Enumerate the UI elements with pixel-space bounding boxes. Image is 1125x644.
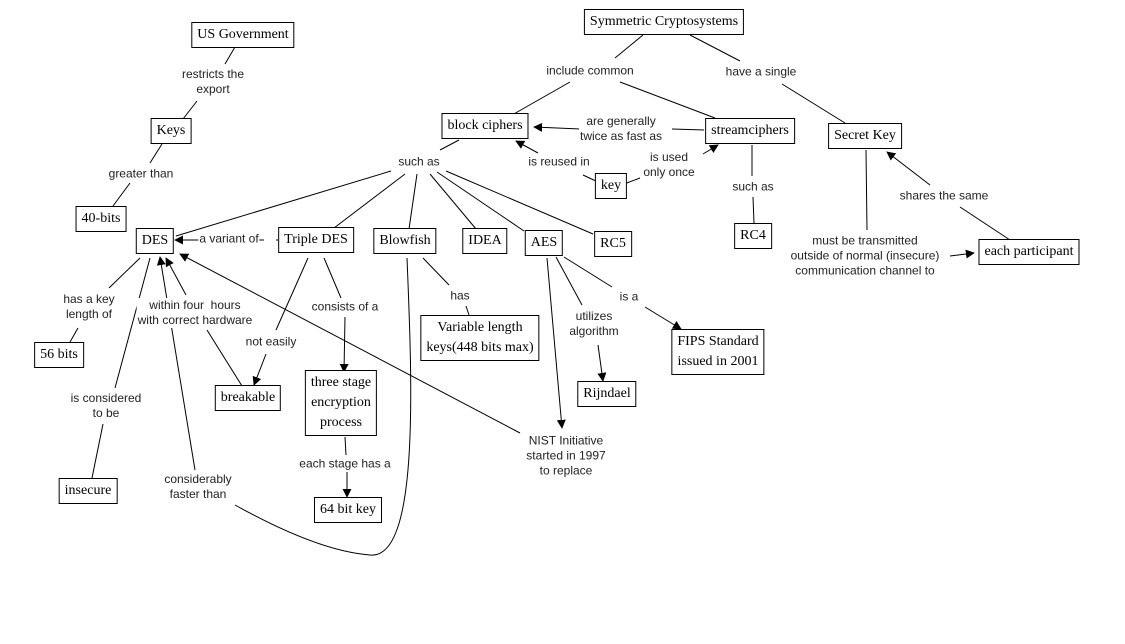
link-is-a: is a bbox=[618, 289, 640, 305]
edge-single-secret bbox=[781, 83, 846, 124]
edge-aes-nist bbox=[546, 257, 566, 429]
edge-blowfish-has bbox=[422, 257, 450, 286]
concept-aes[interactable]: AES bbox=[524, 230, 564, 256]
link-utilizes-algorithm: utilizes algorithm bbox=[568, 309, 620, 339]
link-greater-than: greater than bbox=[107, 166, 175, 182]
concept-64-bit-key[interactable]: 64 bit key bbox=[314, 497, 382, 523]
edge-suchas-blowfish bbox=[408, 173, 418, 230]
edge-aes-isa bbox=[563, 256, 613, 288]
link-have-a-single: have a single bbox=[724, 64, 798, 80]
link-shares-the-same: shares the same bbox=[898, 188, 990, 204]
concept-blowfish[interactable]: Blowfish bbox=[373, 228, 437, 254]
edge-shares-secret bbox=[886, 151, 931, 186]
edge-consists-three bbox=[339, 316, 349, 373]
concept-streamciphers[interactable]: streamciphers bbox=[705, 118, 795, 144]
edge-stream-twice bbox=[671, 128, 705, 131]
link-each-stage-has: each stage has a bbox=[298, 456, 392, 472]
concept-three-stage-process[interactable]: three stage encryption process bbox=[304, 370, 378, 436]
link-twice-as-fast: are generally twice as fast as bbox=[578, 114, 664, 144]
concept-breakable[interactable]: breakable bbox=[214, 385, 282, 411]
edge-des-considered bbox=[114, 257, 151, 389]
edge-tdes-consists bbox=[323, 257, 342, 299]
link-used-only-once: is used only once bbox=[642, 150, 696, 180]
edge-symmetric-include bbox=[614, 34, 644, 59]
concept-des[interactable]: DES bbox=[135, 228, 175, 254]
concept-secret-key[interactable]: Secret Key bbox=[828, 123, 902, 149]
edge-include-stream bbox=[619, 81, 716, 119]
edge-suchas-rc4 bbox=[752, 196, 755, 224]
concept-keys[interactable]: Keys bbox=[150, 118, 192, 144]
edge-transmitted-participant bbox=[949, 249, 975, 259]
edge-block-suchas bbox=[439, 139, 460, 151]
edge-considered-insecure bbox=[91, 423, 104, 479]
edge-isa-fips bbox=[644, 306, 682, 330]
link-considerably-faster: considerably faster than bbox=[163, 472, 233, 502]
concept-us-government[interactable]: US Government bbox=[191, 22, 295, 48]
edge-secret-transmitted bbox=[865, 149, 868, 231]
link-nist-initiative: NIST Initiative started in 1997 to repla… bbox=[525, 433, 607, 479]
concept-rc5[interactable]: RC5 bbox=[594, 231, 632, 257]
edge-blowfish-faster bbox=[234, 257, 412, 556]
link-key-length-of: has a key length of bbox=[62, 292, 116, 322]
edge-restricts-keys bbox=[182, 100, 198, 120]
concept-variable-length-keys[interactable]: Variable length keys(448 bits max) bbox=[420, 315, 540, 361]
link-is-considered: is considered to be bbox=[69, 391, 143, 421]
link-restricts-export: restricts the export bbox=[180, 67, 246, 97]
edge-keylen-56 bbox=[69, 327, 79, 343]
link-must-be-transmitted: must be transmitted outside of normal (i… bbox=[789, 233, 941, 279]
edge-aes-utilizes bbox=[555, 256, 583, 306]
edge-suchas-rc5 bbox=[445, 170, 594, 235]
edge-faster-des bbox=[156, 256, 196, 471]
edge-suchas-idea bbox=[429, 173, 477, 230]
edge-usgov-restricts bbox=[224, 46, 236, 65]
edge-twice-block bbox=[533, 122, 581, 132]
concept-block-ciphers[interactable]: block ciphers bbox=[441, 113, 529, 139]
concept-40-bits[interactable]: 40-bits bbox=[75, 206, 127, 232]
link-such-as-block: such as bbox=[397, 154, 441, 170]
edge-tdes-noteasily bbox=[275, 257, 309, 331]
edge-noteasily-breakable bbox=[252, 353, 267, 386]
edge-utilizes-rijndael bbox=[597, 344, 607, 382]
edge-suchas-aes bbox=[436, 171, 525, 232]
edge-participant-shares bbox=[959, 206, 1011, 241]
edge-three-stagehas bbox=[344, 436, 347, 456]
concept-key[interactable]: key bbox=[594, 173, 628, 199]
concept-insecure[interactable]: insecure bbox=[58, 478, 118, 504]
link-has: has bbox=[449, 288, 471, 304]
concept-56-bits[interactable]: 56 bits bbox=[34, 342, 84, 368]
link-not-easily: not easily bbox=[244, 334, 298, 350]
link-a-variant-of: a variant of bbox=[198, 231, 260, 247]
concept-each-participant[interactable]: each participant bbox=[978, 239, 1080, 265]
concept-symmetric-cryptosystems[interactable]: Symmetric Cryptosystems bbox=[583, 9, 745, 35]
edge-once-stream bbox=[702, 144, 719, 155]
edge-has-varlen bbox=[465, 305, 470, 316]
link-within-four-hours: within four hours with correct hardware bbox=[136, 298, 254, 328]
edge-include-block bbox=[511, 81, 571, 116]
link-such-as-stream: such as bbox=[731, 179, 775, 195]
edge-nist-des bbox=[179, 253, 521, 434]
link-is-reused-in: is reused in bbox=[527, 154, 591, 170]
edge-reused-block bbox=[515, 140, 539, 154]
edge-breakable-fourhours bbox=[206, 329, 243, 387]
edge-symmetric-single bbox=[689, 34, 741, 62]
link-include-common: include common bbox=[545, 63, 635, 79]
link-consists-of-a: consists of a bbox=[310, 299, 380, 315]
edge-greater-40bits bbox=[112, 182, 131, 207]
concept-triple-des[interactable]: Triple DES bbox=[278, 227, 354, 253]
edge-keys-greater bbox=[149, 143, 163, 164]
edge-suchas-des bbox=[175, 170, 392, 237]
edge-suchas-tdes bbox=[333, 173, 406, 229]
concept-rc4[interactable]: RC4 bbox=[734, 223, 772, 249]
edge-fourhours-des bbox=[165, 257, 187, 296]
concept-rijndael[interactable]: Rijndael bbox=[577, 381, 637, 407]
concept-idea[interactable]: IDEA bbox=[462, 228, 508, 254]
edge-des-keylen bbox=[108, 257, 141, 289]
concept-fips-standard[interactable]: FIPS Standard issued in 2001 bbox=[671, 329, 765, 375]
